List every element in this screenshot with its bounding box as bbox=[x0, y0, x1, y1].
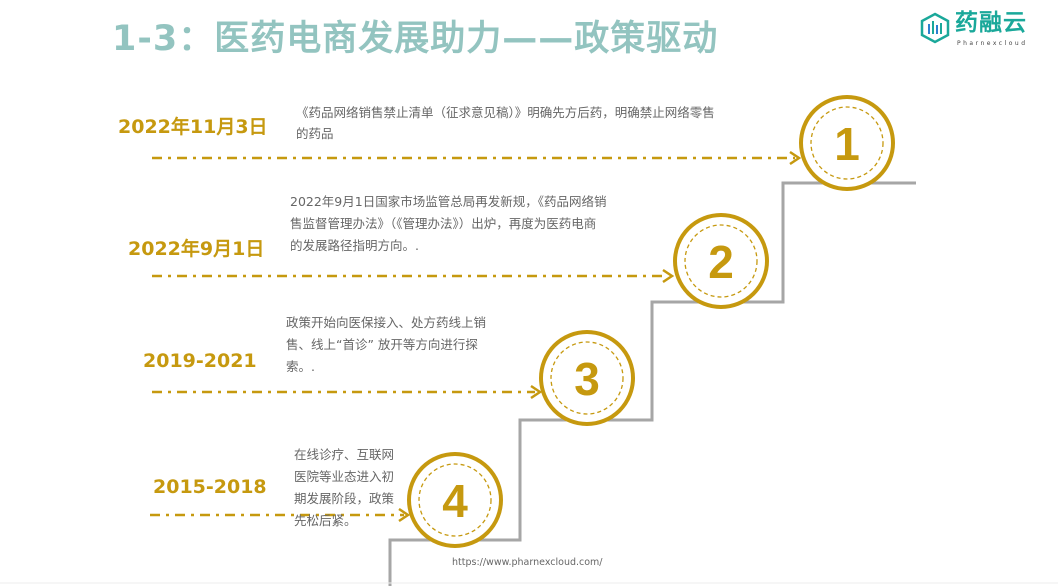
step-description-4: 在线诊疗、互联网医院等业态进入初期发展阶段，政策先松后紧。 bbox=[294, 447, 395, 528]
step-circle-2 bbox=[673, 213, 769, 309]
step-circle-4 bbox=[407, 452, 503, 548]
step-description-3: 政策开始向医保接入、处方药线上销售、线上“首诊” 放开等方向进行探索。. bbox=[286, 315, 487, 374]
logo-subtext: Pharnexcloud bbox=[957, 40, 1028, 47]
step-date-1: 2022年11月3日 bbox=[118, 116, 268, 138]
step-description-1: 《药品网络销售禁止清单（征求意见稿）》明确先方后药，明确禁止网络零售的药品 bbox=[296, 105, 715, 141]
arrowhead-2 bbox=[662, 268, 675, 284]
step-number-2: 2 bbox=[708, 236, 734, 288]
step-date-2: 2022年9月1日 bbox=[128, 238, 265, 260]
step-description-2: 2022年9月1日国家市场监管总局再发新规，《药品网络销售监督管理办法》（《管理… bbox=[290, 194, 607, 253]
step-number-3: 3 bbox=[574, 353, 600, 405]
arrowhead-3 bbox=[530, 384, 543, 400]
pharnexcloud-logo-icon bbox=[920, 12, 950, 44]
logo-text: 药融云 bbox=[955, 10, 1027, 36]
step-date-4: 2015-2018 bbox=[153, 476, 267, 498]
step-number-4: 4 bbox=[442, 475, 468, 527]
step-date-3: 2019-2021 bbox=[143, 350, 257, 372]
arrowhead-4 bbox=[398, 507, 411, 523]
step-circle-1 bbox=[799, 95, 895, 191]
footer-url: https://www.pharnexcloud.com/ bbox=[452, 557, 603, 568]
arrowhead-1 bbox=[789, 150, 802, 166]
step-circle-3 bbox=[539, 330, 635, 426]
step-number-1: 1 bbox=[834, 118, 860, 170]
page-title: 1-3：医药电商发展助力——政策驱动 bbox=[112, 19, 719, 59]
